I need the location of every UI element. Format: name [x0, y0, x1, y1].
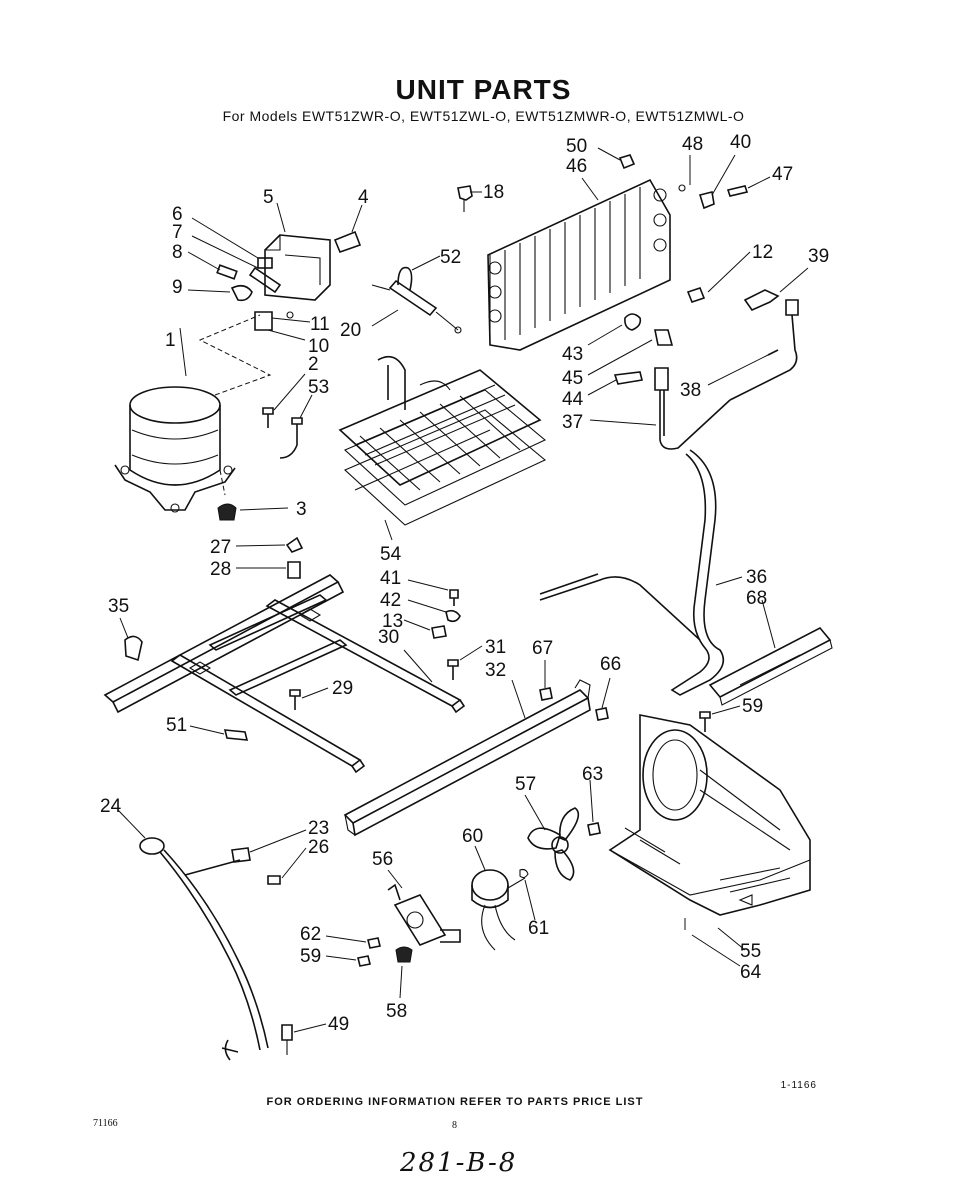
drier-drawing [371, 185, 473, 334]
callout-56: 56 [372, 849, 393, 870]
callout-68: 68 [746, 588, 767, 609]
callout-24: 24 [100, 796, 122, 817]
callout-47: 47 [772, 164, 793, 185]
callout-44: 44 [562, 389, 584, 410]
callout-labels: 1 2 3 4 5 6 7 8 9 10 11 12 13 18 20 23 2… [100, 132, 829, 1035]
callout-64: 64 [740, 962, 762, 983]
models-subtitle: For Models EWT51ZWR-O, EWT51ZWL-O, EWT51… [222, 108, 745, 124]
handwritten-note: 281-B-8 [400, 1148, 518, 1178]
callout-57: 57 [515, 774, 536, 795]
document-code: 71166 [93, 1118, 118, 1129]
callout-59a: 59 [742, 696, 763, 717]
condenser-drawing [487, 154, 749, 351]
callout-10: 10 [308, 336, 329, 357]
rail-drawing [343, 679, 591, 837]
callout-60: 60 [462, 826, 483, 847]
evaporator-drawing [338, 355, 547, 526]
callout-51: 51 [166, 715, 187, 736]
unit-parts-exploded-diagram: 1 2 3 4 5 6 7 8 9 10 11 12 13 18 20 23 2… [100, 132, 833, 1061]
harness-drawing [139, 837, 293, 1061]
callout-28: 28 [210, 559, 231, 580]
callout-18: 18 [483, 182, 504, 203]
page-number: 8 [452, 1120, 457, 1131]
fasteners-drawing [124, 407, 711, 741]
callout-30: 30 [378, 627, 399, 648]
callout-63: 63 [582, 764, 603, 785]
callout-37: 37 [562, 412, 583, 433]
callout-23: 23 [308, 818, 329, 839]
callout-43: 43 [562, 344, 583, 365]
callout-62: 62 [300, 924, 321, 945]
callout-26: 26 [308, 837, 329, 858]
callout-20: 20 [340, 320, 361, 341]
callout-53: 53 [308, 377, 329, 398]
base-frame-drawing [103, 574, 466, 774]
callout-41: 41 [380, 568, 401, 589]
tubing-drawing [539, 289, 799, 696]
callout-54: 54 [380, 544, 402, 565]
compressor-drawing [114, 314, 272, 513]
callout-11: 11 [310, 314, 330, 335]
page-title: UNIT PARTS [395, 74, 572, 105]
figure-code: 1-1166 [780, 1080, 817, 1091]
callout-46: 46 [566, 156, 587, 177]
callout-27: 27 [210, 537, 231, 558]
callout-52: 52 [440, 247, 461, 268]
callout-4: 4 [358, 187, 369, 208]
callout-8: 8 [172, 242, 183, 263]
callout-45: 45 [562, 368, 583, 389]
callout-59b: 59 [300, 946, 321, 967]
callout-49: 49 [328, 1014, 349, 1035]
callout-58: 58 [386, 1001, 407, 1022]
callout-1: 1 [165, 330, 176, 351]
callout-66: 66 [600, 654, 621, 675]
callout-5: 5 [263, 187, 274, 208]
leader-lines [117, 147, 809, 1033]
callout-48: 48 [682, 134, 703, 155]
callout-29: 29 [332, 678, 353, 699]
callout-55: 55 [740, 941, 761, 962]
callout-38: 38 [680, 380, 701, 401]
callout-12: 12 [752, 242, 773, 263]
callout-7: 7 [172, 222, 183, 243]
callout-61: 61 [528, 918, 549, 939]
callout-36: 36 [746, 567, 767, 588]
ordering-note: FOR ORDERING INFORMATION REFER TO PARTS … [266, 1096, 644, 1108]
callout-9: 9 [172, 277, 183, 298]
fan-shroud-drawing [608, 714, 811, 916]
callout-39: 39 [808, 246, 829, 267]
callout-42: 42 [380, 590, 401, 611]
callout-3: 3 [296, 499, 307, 520]
callout-32: 32 [485, 660, 506, 681]
duct-drawing [708, 626, 833, 706]
fan-motor-drawing [357, 807, 601, 967]
callout-40: 40 [730, 132, 751, 153]
callout-50: 50 [566, 136, 587, 157]
callout-2: 2 [308, 354, 319, 375]
callout-67: 67 [532, 638, 553, 659]
callout-13: 13 [382, 611, 403, 632]
callout-35: 35 [108, 596, 129, 617]
callout-31: 31 [485, 637, 506, 658]
callout-6: 6 [172, 204, 183, 225]
